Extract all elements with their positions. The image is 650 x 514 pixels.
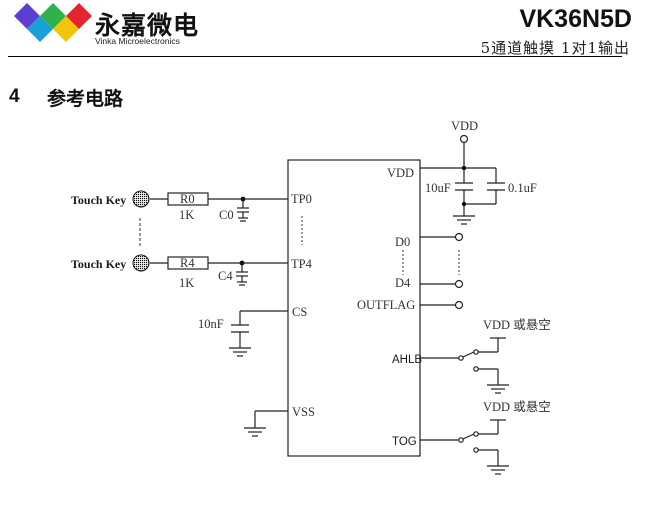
logo [10,2,94,46]
cap-c0-label: C0 [219,208,234,222]
cap-c4-label: C4 [218,269,233,283]
pin-d0-label: D0 [395,235,410,249]
pin-cs-label: CS [292,305,307,319]
document-subtitle: 5通道触摸 1对1输出 [480,39,630,57]
cap-10uf-label: 10uF [425,181,451,195]
pin-tp4-label: TP4 [291,257,313,271]
resistor-r0-label: R0 [180,192,195,206]
touch-key-label-4: Touch Key [71,257,126,271]
resistor-r4-value: 1K [179,276,194,290]
logo-diamonds-icon [14,3,92,42]
vdd-source-label: VDD [451,119,478,133]
logo-brand-cn: 永嘉微电 [95,11,200,40]
d4-terminal-icon [454,279,464,289]
pin-d4-label: D4 [395,276,411,290]
cap-10nf-label: 10nF [198,317,224,331]
tog-switch-icon [473,431,479,437]
document-title: VK36N5D [519,5,632,33]
resistor-r0-value: 1K [179,208,194,222]
pin-outflag-label: OUTFLAG [357,298,415,312]
section-title: 参考电路 [47,88,124,110]
pin-ahlb-label: AHLB [392,354,422,366]
touch-key-pad-icon [132,254,150,272]
pin-vss-label: VSS [292,405,315,419]
ahlb-switch-icon [473,349,479,355]
touch-key-pad-icon [132,190,150,208]
outflag-terminal-icon [454,300,464,310]
ahlb-option-label: VDD 或悬空 [483,318,551,332]
logo-brand-en: Vinka Microelectronics [95,36,180,46]
pin-vdd-label: VDD [387,166,414,180]
touch-key-label-0: Touch Key [71,193,126,207]
logo-diamond-red [66,3,92,29]
cap-01uf-label: 0.1uF [508,181,537,195]
vdd-terminal-icon [459,134,469,144]
tog-option-label: VDD 或悬空 [483,400,551,414]
pin-tp0-label: TP0 [291,192,312,206]
header-divider [8,56,622,57]
resistor-r4-label: R4 [180,256,195,270]
pin-tog-label: TOG [392,436,417,448]
d0-terminal-icon [454,232,464,242]
ic-chip-body [287,159,421,457]
section-number: 4 [9,86,20,107]
